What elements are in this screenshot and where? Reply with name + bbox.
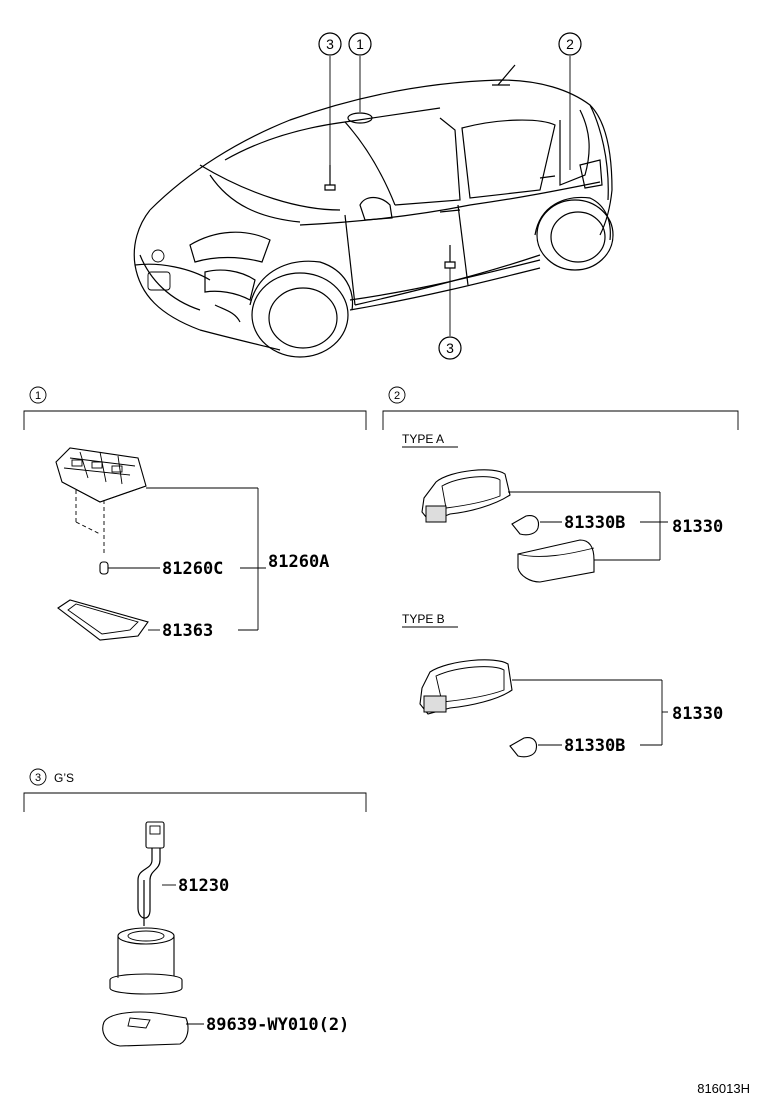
callout-3-top: 3 <box>326 36 334 52</box>
part-81260a-label: 81260A <box>268 552 329 572</box>
type-b-bulb-part-label: 81330B <box>564 736 625 756</box>
section-2: 2 TYPE A 81330B 81330 TYPE B <box>382 386 739 758</box>
bulb-81260c-icon <box>99 561 109 575</box>
type-a-bulb-icon <box>511 515 540 536</box>
figure-code: 816013H <box>697 1081 750 1096</box>
part-81260c-label: 81260C <box>162 559 223 579</box>
type-a-label: TYPE A <box>402 432 444 446</box>
callout-3-bottom: 3 <box>446 340 454 356</box>
type-b-assy-part-label: 81330 <box>672 704 723 724</box>
part-81230-label: 81230 <box>178 876 229 896</box>
cushion-89639-icon <box>102 1011 189 1047</box>
car-callouts: 3 1 2 3 <box>318 32 582 360</box>
type-a-housing <box>421 469 511 523</box>
section-3-marker: 3 <box>35 772 41 784</box>
section-3: 3 G’S 81230 89639-WY010(2) <box>23 768 367 1047</box>
section-1-marker: 1 <box>35 390 41 402</box>
callout-2-top: 2 <box>566 36 574 52</box>
part-89639-label: 89639-WY010(2) <box>206 1015 349 1035</box>
courtesy-switch-81230 <box>109 821 183 995</box>
type-a-bulb-part-label: 81330B <box>564 513 625 533</box>
type-a-lens-icon <box>517 539 595 583</box>
car-illustration <box>133 64 614 358</box>
dome-lamp-assembly <box>55 447 147 503</box>
type-b-bulb-icon <box>509 737 538 758</box>
callout-1-top: 1 <box>356 36 364 52</box>
lens-81363 <box>57 599 149 641</box>
type-b-label: TYPE B <box>402 612 445 626</box>
part-81363-label: 81363 <box>162 621 213 641</box>
section-2-marker: 2 <box>394 390 400 402</box>
type-b-housing <box>419 659 513 715</box>
section-3-title: G’S <box>54 771 74 785</box>
section-1: 1 81260C 81260A 81363 <box>23 386 367 641</box>
type-a-assy-part-label: 81330 <box>672 517 723 537</box>
